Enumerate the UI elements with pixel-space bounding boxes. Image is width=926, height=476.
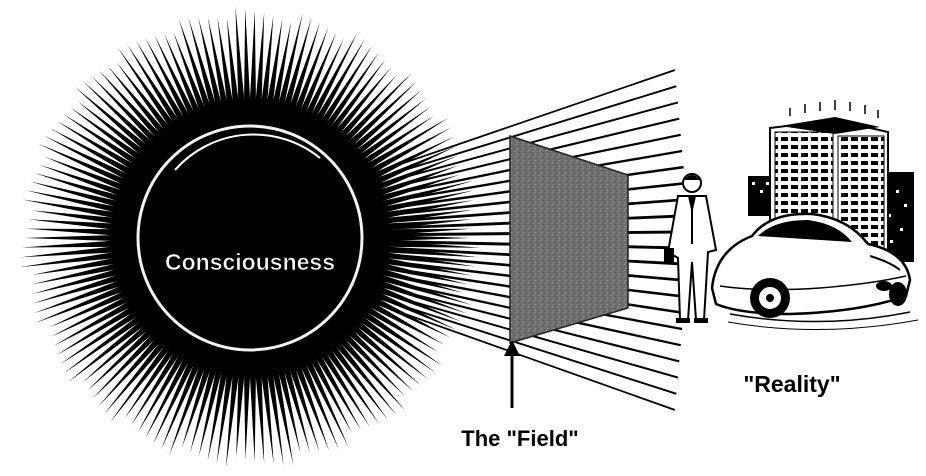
- sunburst-ray: [26, 229, 125, 237]
- sunburst-ray: [249, 363, 256, 462]
- reality-label: "Reality": [743, 371, 840, 397]
- sunburst-ray: [244, 363, 251, 460]
- sunburst-ray: [249, 10, 256, 113]
- consciousness-core: [120, 108, 380, 368]
- sunburst-ray: [244, 8, 251, 113]
- field-label: The "Field": [461, 426, 578, 451]
- businessman-icon: [664, 174, 716, 323]
- consciousness-label: Consciousness: [165, 249, 335, 275]
- reality-scene: [664, 100, 918, 330]
- sunburst-ray: [22, 240, 125, 248]
- field-slab: [510, 136, 628, 343]
- sunburst-ray: [24, 235, 125, 242]
